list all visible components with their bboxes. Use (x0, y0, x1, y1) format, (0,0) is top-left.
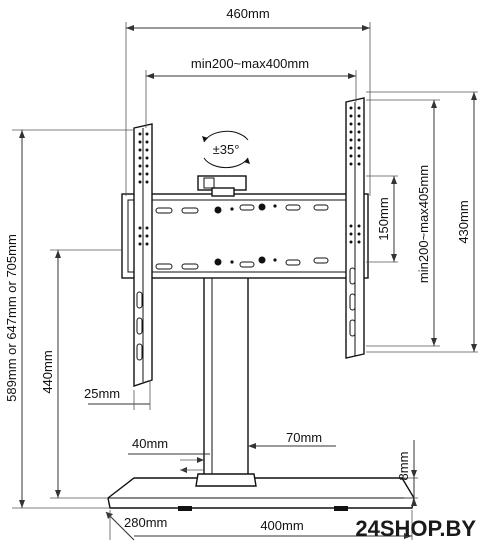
base-width-label: 400mm (260, 518, 303, 533)
pole-depth-label: 40mm (132, 436, 168, 451)
rotation-label: ±35° (213, 142, 240, 157)
pole-width-label: 70mm (286, 430, 322, 445)
right-vertical-arm (345, 97, 365, 359)
dim-vesa-vertical-small (366, 175, 398, 263)
pole-height-label: 440mm (40, 350, 55, 393)
dim-pole-offset (88, 380, 151, 410)
vesa-vertical-range-label: min200~max405mm (416, 165, 431, 283)
bracket-height-label: 430mm (456, 200, 471, 243)
left-vertical-arm (133, 123, 153, 387)
dim-pole-height (50, 249, 122, 499)
vesa-vertical-small-label: 150mm (376, 197, 391, 240)
rotation-indicator (202, 130, 250, 169)
dim-vesa-horizontal (145, 70, 357, 128)
dim-bracket-height (366, 91, 478, 353)
dim-base-width (109, 510, 413, 540)
dim-base-thickness (404, 440, 418, 506)
base-thickness-label: 8mm (396, 452, 411, 481)
total-height-label: 589mm or 647mm or 705mm (4, 234, 19, 402)
mounting-plate (121, 175, 369, 279)
dim-total-height (12, 129, 134, 509)
dim-base-depth (105, 511, 135, 541)
dim-top-width (125, 22, 371, 196)
base-depth-label: 280mm (124, 515, 167, 530)
vesa-horizontal-label: min200~max400mm (191, 56, 309, 71)
top-width-label: 460mm (226, 6, 269, 21)
dim-pole-width (248, 443, 336, 449)
dim-pole-depth (128, 453, 210, 473)
dim-vesa-vertical-range (366, 99, 440, 347)
watermark-logo: 24SHOP.BY (355, 516, 476, 541)
support-pole (195, 269, 257, 487)
pole-offset-label: 25mm (84, 386, 120, 401)
base-plate (107, 477, 415, 511)
